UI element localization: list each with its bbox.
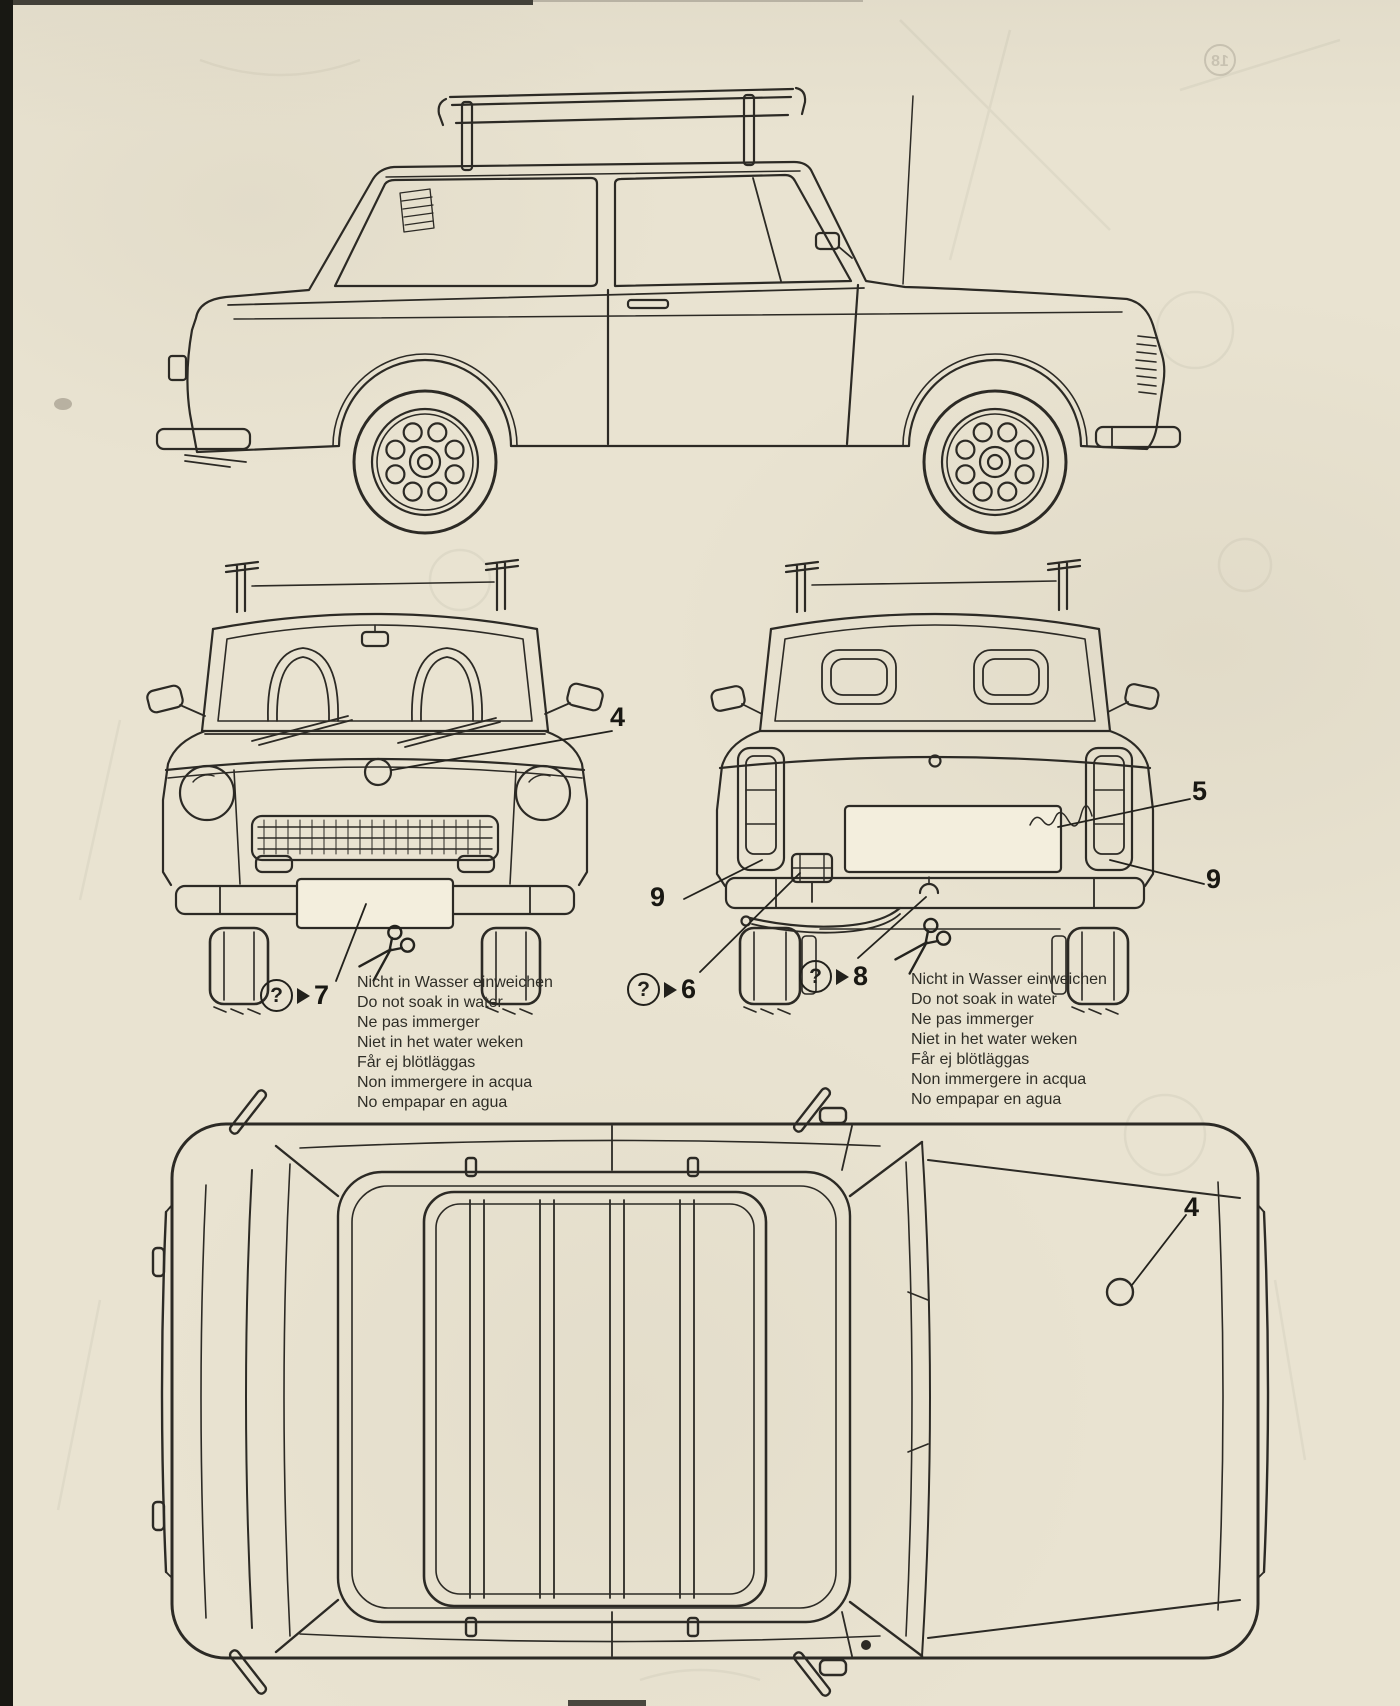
callout-9-left: 9 [650, 882, 666, 912]
windshield-frame [200, 627, 550, 733]
optional-part-callout-8: ? 8 [799, 960, 868, 993]
rear-view-drawing [710, 558, 1160, 1015]
ghost-corner-stamp: 18 [1204, 44, 1236, 76]
door-mirrors-front [146, 682, 604, 717]
rear-headrests [821, 649, 1049, 705]
top-view-drawing [151, 1087, 1270, 1697]
headlight-left [178, 764, 236, 822]
front-view-drawing [146, 558, 604, 1015]
callout-4-top: 4 [1184, 1192, 1200, 1222]
question-circle-icon: ? [260, 979, 293, 1012]
rear-fog-lamp [790, 852, 834, 903]
trunk-lock [928, 754, 942, 768]
ghost-number: 18 [1211, 53, 1229, 70]
hood-emblem [363, 757, 393, 787]
pillar-vent [399, 188, 435, 233]
front-wheel [922, 389, 1068, 535]
body-outline-top [170, 1122, 1260, 1660]
rear-license-plate [843, 804, 1063, 874]
roof-panel [336, 1170, 852, 1624]
warning-line: Niet in het water weken [911, 1031, 1078, 1048]
hood-emblem-top [1105, 1277, 1135, 1307]
warning-line: Nicht in Wasser einweichen [911, 971, 1107, 988]
turn-signal-left [254, 854, 294, 874]
warning-line: Får ej blötläggas [911, 1051, 1030, 1068]
roof-rack-front [224, 558, 520, 614]
callout-4-front: 4 [610, 702, 626, 732]
front-grille [250, 814, 500, 862]
rear-side-window [333, 176, 599, 288]
question-circle-icon: ? [799, 960, 832, 993]
door-mirrors-rear [710, 683, 1160, 715]
warning-text-rear: Nicht in Wasser einweichen Do not soak i… [911, 970, 1107, 1110]
front-seats [267, 647, 483, 722]
car-body-outline [186, 160, 1166, 454]
roof-rack-top [228, 1087, 832, 1697]
signature-scribble [1029, 805, 1093, 827]
arrow-right-icon [836, 968, 849, 985]
antenna [902, 95, 914, 285]
front-bumper-side [1094, 425, 1182, 449]
rear-wheel [352, 389, 498, 535]
warning-line: Non immergere in acqua [911, 1071, 1087, 1088]
optional-part-callout-6: ? 6 [627, 973, 696, 1006]
turn-signal-right [456, 854, 496, 874]
rear-bumper [724, 876, 1146, 910]
bumper-lamp [918, 876, 940, 895]
tail-lamp-left [736, 746, 786, 872]
interior-mirror [360, 630, 390, 648]
warning-text-front: Nicht in Wasser einweichen Do not soak i… [357, 973, 553, 1113]
front-bumper-top [1257, 1204, 1270, 1579]
tail-lamp-right [1084, 746, 1134, 872]
tail-lamp-side [167, 354, 188, 382]
front-license-plate [295, 877, 455, 930]
warning-line: Non immergere in acqua [357, 1074, 533, 1091]
warning-line: Nicht in Wasser einweichen [357, 974, 553, 991]
warning-line: Niet in het water weken [357, 1034, 524, 1051]
arrow-right-icon [664, 981, 677, 998]
warning-line: No empapar en agua [357, 1094, 508, 1111]
rear-window-glass [774, 624, 1096, 722]
roof-rack-side [437, 86, 807, 172]
warning-line: Do not soak in water [911, 991, 1057, 1008]
mirror-top-lower [818, 1658, 848, 1677]
warning-line: Do not soak in water [357, 994, 503, 1011]
rear-window-frame [758, 627, 1112, 733]
rear-bumper-side [155, 427, 252, 451]
question-circle-icon: ? [627, 973, 660, 1006]
roof-rack-rear [784, 558, 1082, 614]
callout-5-rear-plate: 5 [1192, 776, 1208, 806]
scissors-icon [890, 915, 954, 979]
front-grille-slats [1135, 335, 1157, 395]
mirror-top-upper [818, 1106, 848, 1125]
warning-line: Får ej blötläggas [357, 1054, 476, 1071]
ghost-print-through [56, 19, 1341, 1682]
door-handle [626, 298, 670, 310]
callout-8-number: 8 [853, 961, 869, 991]
side-mirror [814, 231, 841, 251]
paper-edge-marks [0, 0, 863, 1706]
fuel-cap-dot [861, 1640, 871, 1650]
door-window [613, 173, 853, 288]
warning-line: Ne pas immerger [357, 1014, 480, 1031]
optional-part-callout-7: ? 7 [260, 979, 329, 1012]
leader-lines [335, 730, 1205, 1286]
side-view-drawing [155, 86, 1182, 535]
arrow-right-icon [297, 987, 310, 1004]
callout-7-number: 7 [314, 980, 330, 1010]
rear-bumper-top [151, 1204, 173, 1579]
warning-line: No empapar en agua [911, 1091, 1062, 1108]
headlight-right [514, 764, 572, 822]
callout-9-right: 9 [1206, 864, 1222, 894]
windshield-glass [217, 624, 533, 722]
front-wheels-ground [208, 926, 542, 1015]
warning-line: Ne pas immerger [911, 1011, 1034, 1028]
callout-6-number: 6 [681, 974, 697, 1004]
